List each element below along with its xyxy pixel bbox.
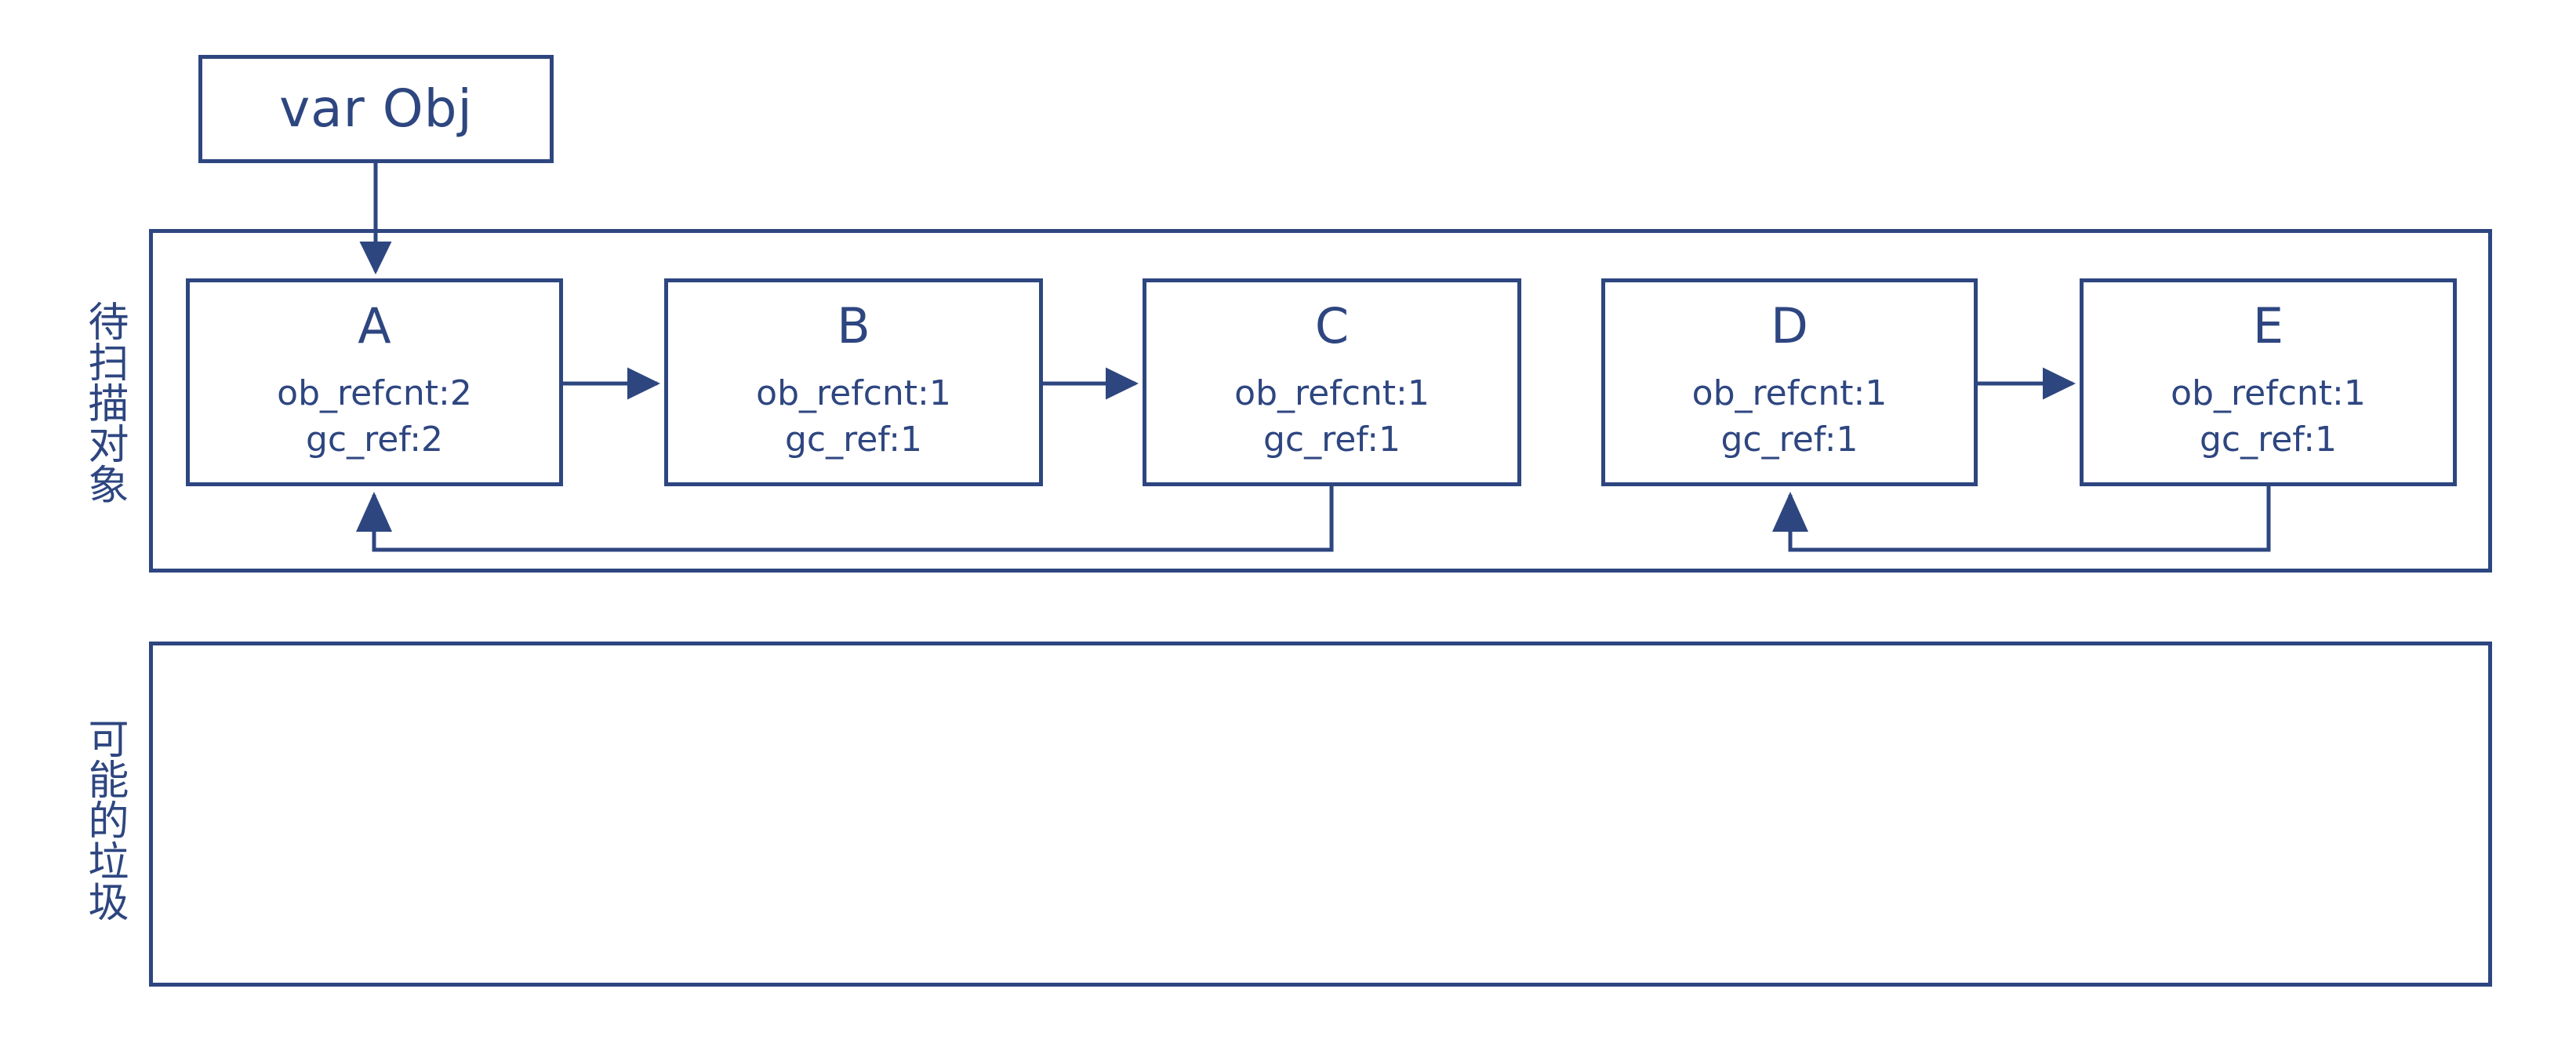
- object-node-a[interactable]: A ob_refcnt:2 gc_ref:2: [186, 278, 563, 486]
- node-e-ob-refcnt: ob_refcnt:1: [2171, 373, 2366, 414]
- node-a-name: A: [358, 297, 391, 355]
- node-d-ob-refcnt: ob_refcnt:1: [1691, 373, 1887, 414]
- object-node-c[interactable]: C ob_refcnt:1 gc_ref:1: [1143, 278, 1521, 486]
- var-obj-label: var Obj: [279, 78, 473, 139]
- node-c-ob-refcnt: ob_refcnt:1: [1234, 373, 1430, 414]
- object-node-d[interactable]: D ob_refcnt:1 gc_ref:1: [1601, 278, 1978, 486]
- node-a-ob-refcnt: ob_refcnt:2: [277, 373, 472, 414]
- group-possible-garbage: [149, 642, 2492, 987]
- object-node-b[interactable]: B ob_refcnt:1 gc_ref:1: [664, 278, 1043, 486]
- group-scan-pending: [149, 229, 2492, 573]
- node-a-gc-ref: gc_ref:2: [305, 419, 444, 460]
- node-d-gc-ref: gc_ref:1: [1720, 419, 1858, 460]
- group-possible-garbage-label: 可能的垃圾: [81, 718, 128, 922]
- node-e-gc-ref: gc_ref:1: [2199, 419, 2338, 460]
- node-c-name: C: [1314, 297, 1350, 355]
- var-obj-box[interactable]: var Obj: [198, 55, 554, 163]
- node-b-gc-ref: gc_ref:1: [784, 419, 923, 460]
- node-b-ob-refcnt: ob_refcnt:1: [756, 373, 951, 414]
- node-e-name: E: [2252, 297, 2284, 355]
- node-b-name: B: [837, 297, 870, 355]
- node-d-name: D: [1771, 297, 1808, 355]
- group-scan-pending-label: 待扫描对象: [81, 300, 128, 504]
- node-c-gc-ref: gc_ref:1: [1263, 419, 1401, 460]
- object-node-e[interactable]: E ob_refcnt:1 gc_ref:1: [2080, 278, 2457, 486]
